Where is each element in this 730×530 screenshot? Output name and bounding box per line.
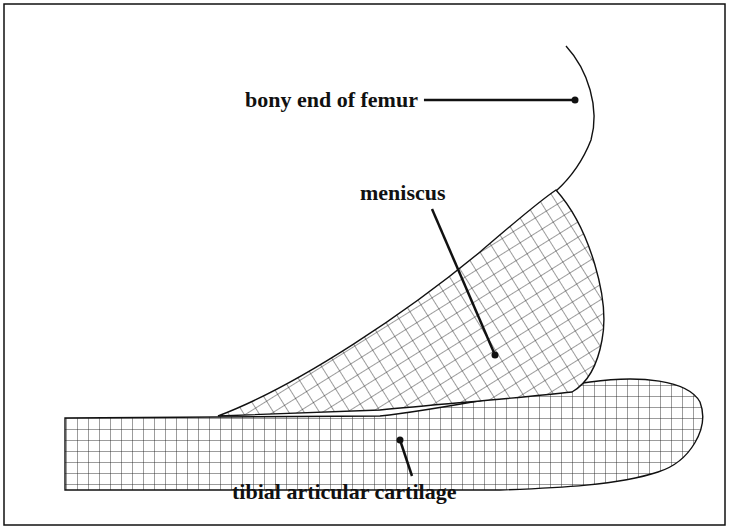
leader-dot: [397, 437, 404, 444]
part-label: meniscus: [360, 180, 446, 206]
part-label: bony end of femur: [245, 87, 418, 113]
leader-dot: [572, 97, 579, 104]
meniscus-mesh: [200, 170, 630, 430]
leader-line: [424, 99, 575, 102]
leader-line: [432, 209, 495, 355]
leader-dot: [492, 352, 499, 359]
meniscus-outline: [218, 190, 604, 416]
frame: [4, 4, 725, 525]
part-label: tibial articular cartilage: [232, 479, 456, 505]
femur-outline: [556, 46, 594, 191]
leader-line: [400, 440, 412, 476]
